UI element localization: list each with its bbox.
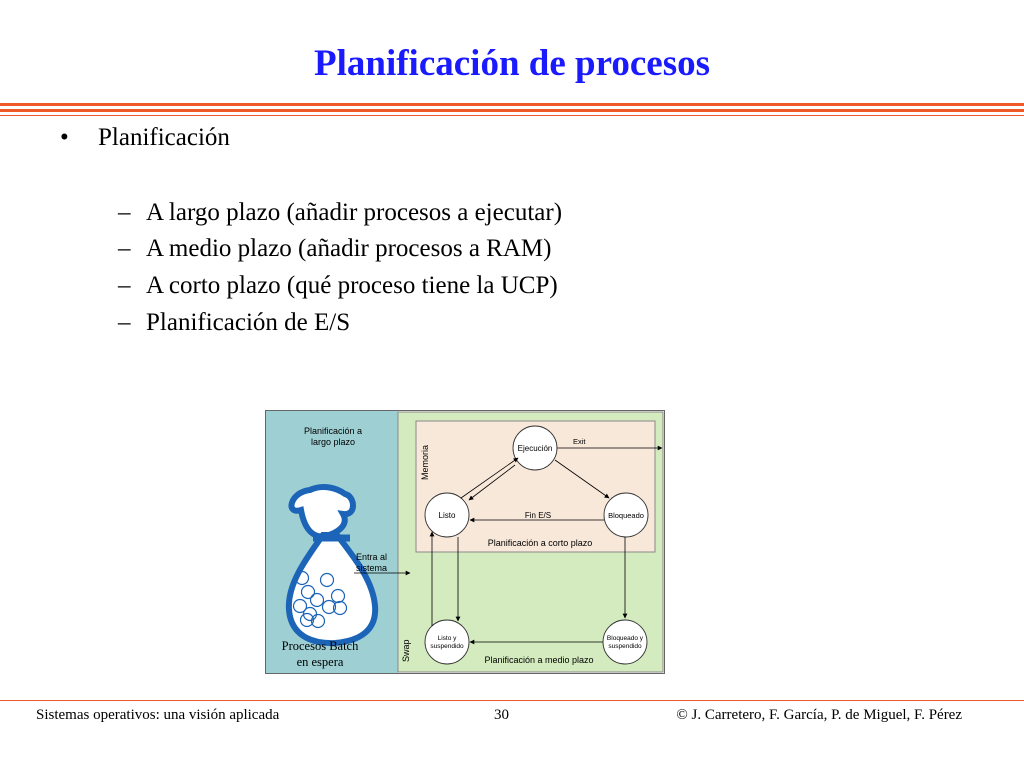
dash: – xyxy=(118,235,131,262)
memoria-label: Memoria xyxy=(420,445,430,480)
subitem-text: A largo plazo (añadir procesos a ejecuta… xyxy=(146,199,563,226)
state-listo xyxy=(424,492,470,538)
footer-rule xyxy=(0,700,1024,701)
diagram-frame xyxy=(265,410,665,674)
enter-label-1: Entra al xyxy=(356,552,387,562)
subitem-text: Planificación de E/S xyxy=(146,309,351,336)
dash: – xyxy=(118,272,131,299)
batch-label-2: en espera xyxy=(297,655,344,669)
bloq-susp-label-2: suspendido xyxy=(608,643,642,650)
ejecucion-to-listo-arrow xyxy=(468,464,516,501)
state-bloqueado-label: Bloqueado xyxy=(608,511,644,520)
subitem-corto-plazo: –A corto plazo (qué proceso tiene la UCP… xyxy=(118,268,558,304)
listo-susp-label-1: Listo y xyxy=(438,635,458,642)
scheduling-diagram: Planificación a largo plazo Procesos Bat… xyxy=(265,410,665,674)
bullet-planificacion: • Planificación xyxy=(60,124,230,152)
long-term-label-2: largo plazo xyxy=(311,437,355,447)
footer-copyright: © J. Carretero, F. García, P. de Miguel,… xyxy=(676,707,962,723)
title-rule-bottom xyxy=(0,115,1024,116)
ejecucion-to-bloqueado-arrow xyxy=(554,459,610,499)
medium-term-label: Planificación a medio plazo xyxy=(484,655,593,665)
state-bloqueado xyxy=(603,492,649,538)
subitem-largo-plazo: –A largo plazo (añadir procesos a ejecut… xyxy=(118,195,562,231)
bullet-label: Planificación xyxy=(98,124,230,151)
dash: – xyxy=(118,309,131,336)
fin-es-label: Fin E/S xyxy=(525,511,551,520)
batch-label-1: Procesos Batch xyxy=(282,639,359,653)
short-term-label: Planificación a corto plazo xyxy=(488,538,593,548)
title-rule-middle xyxy=(0,109,1024,112)
bullet-symbol: • xyxy=(60,124,69,151)
state-bloqueado-suspendido xyxy=(602,619,648,665)
subitem-es: –Planificación de E/S xyxy=(118,305,350,341)
bloq-susp-label-1: Bloqueado y xyxy=(607,635,644,642)
enter-label-2: sistema xyxy=(356,563,387,573)
state-listo-suspendido xyxy=(424,619,470,665)
listo-to-ejecucion-arrow xyxy=(460,457,519,499)
footer-page-number: 30 xyxy=(494,707,509,723)
batch-bag-icon xyxy=(285,484,379,647)
slide-title: Planificación de procesos xyxy=(313,43,710,84)
dash: – xyxy=(118,199,131,226)
title-rule-top xyxy=(0,103,1024,106)
exit-label: Exit xyxy=(573,437,586,446)
swap-label: Swap xyxy=(401,639,411,662)
subitem-text: A corto plazo (qué proceso tiene la UCP) xyxy=(146,272,558,299)
footer-book-title: Sistemas operativos: una visión aplicada xyxy=(36,707,280,723)
long-term-label-1: Planificación a xyxy=(304,426,362,436)
state-listo-label: Listo xyxy=(439,511,456,520)
state-ejecucion-label: Ejecución xyxy=(518,444,553,453)
listo-susp-label-2: suspendido xyxy=(430,643,464,650)
subitem-text: A medio plazo (añadir procesos a RAM) xyxy=(146,235,552,262)
subitem-medio-plazo: –A medio plazo (añadir procesos a RAM) xyxy=(118,231,551,267)
